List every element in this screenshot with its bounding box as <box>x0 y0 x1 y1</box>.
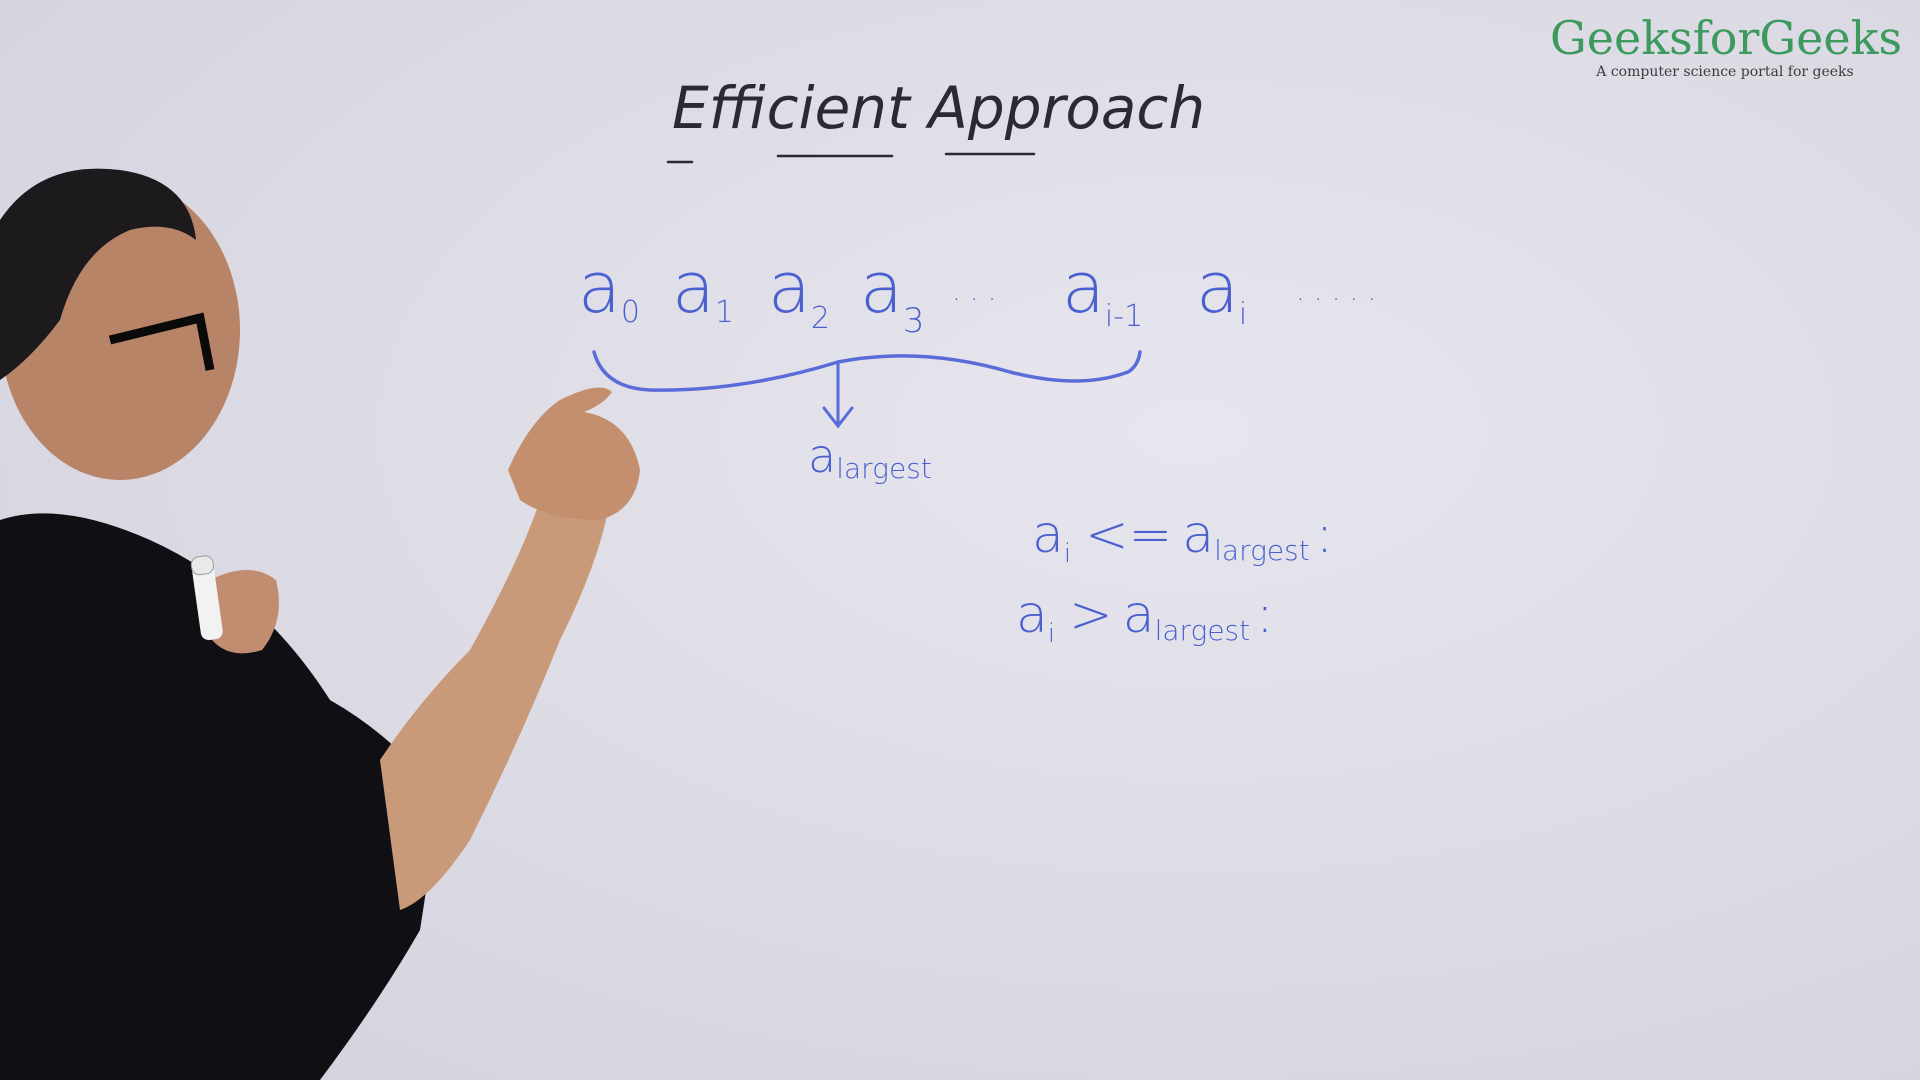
presenter-glasses <box>108 312 215 371</box>
marker-cap <box>190 555 215 576</box>
condition-le: ai<=alargest: <box>1032 505 1333 569</box>
sequence-row: a0 a1 a2 a3 . . . ai-1 ai . . . . . <box>578 247 1376 341</box>
heading-text: Efficient Approach <box>672 74 1205 142</box>
logo-title: GeeksforGeeks <box>1550 11 1903 65</box>
presenter-other-hand <box>210 570 279 654</box>
seq-term-i: ai <box>1196 247 1247 332</box>
presenter-arm <box>380 485 610 910</box>
seq-ellipsis-1: . . . <box>952 274 997 307</box>
seq-term-0: a0 <box>578 247 640 330</box>
presenter-shirt <box>0 513 440 1080</box>
geeksforgeeks-logo: GeeksforGeeks A computer science portal … <box>1550 11 1903 80</box>
logo-tagline: A computer science portal for geeks <box>1596 64 1854 80</box>
underbrace <box>592 350 1142 392</box>
seq-ellipsis-2: . . . . . <box>1296 274 1376 307</box>
seq-term-1: a1 <box>672 247 734 330</box>
seq-term-3: a3 <box>860 247 925 341</box>
seq-term-2: a2 <box>768 247 830 336</box>
seq-term-i-minus-1: ai-1 <box>1062 247 1143 334</box>
marker-pen <box>191 555 223 641</box>
condition-gt: ai>alargest: <box>1016 585 1274 649</box>
arrow-head <box>822 406 854 429</box>
brace-label: alargest <box>808 429 932 485</box>
presenter-hand <box>508 387 640 520</box>
presenter-hair <box>0 168 196 380</box>
